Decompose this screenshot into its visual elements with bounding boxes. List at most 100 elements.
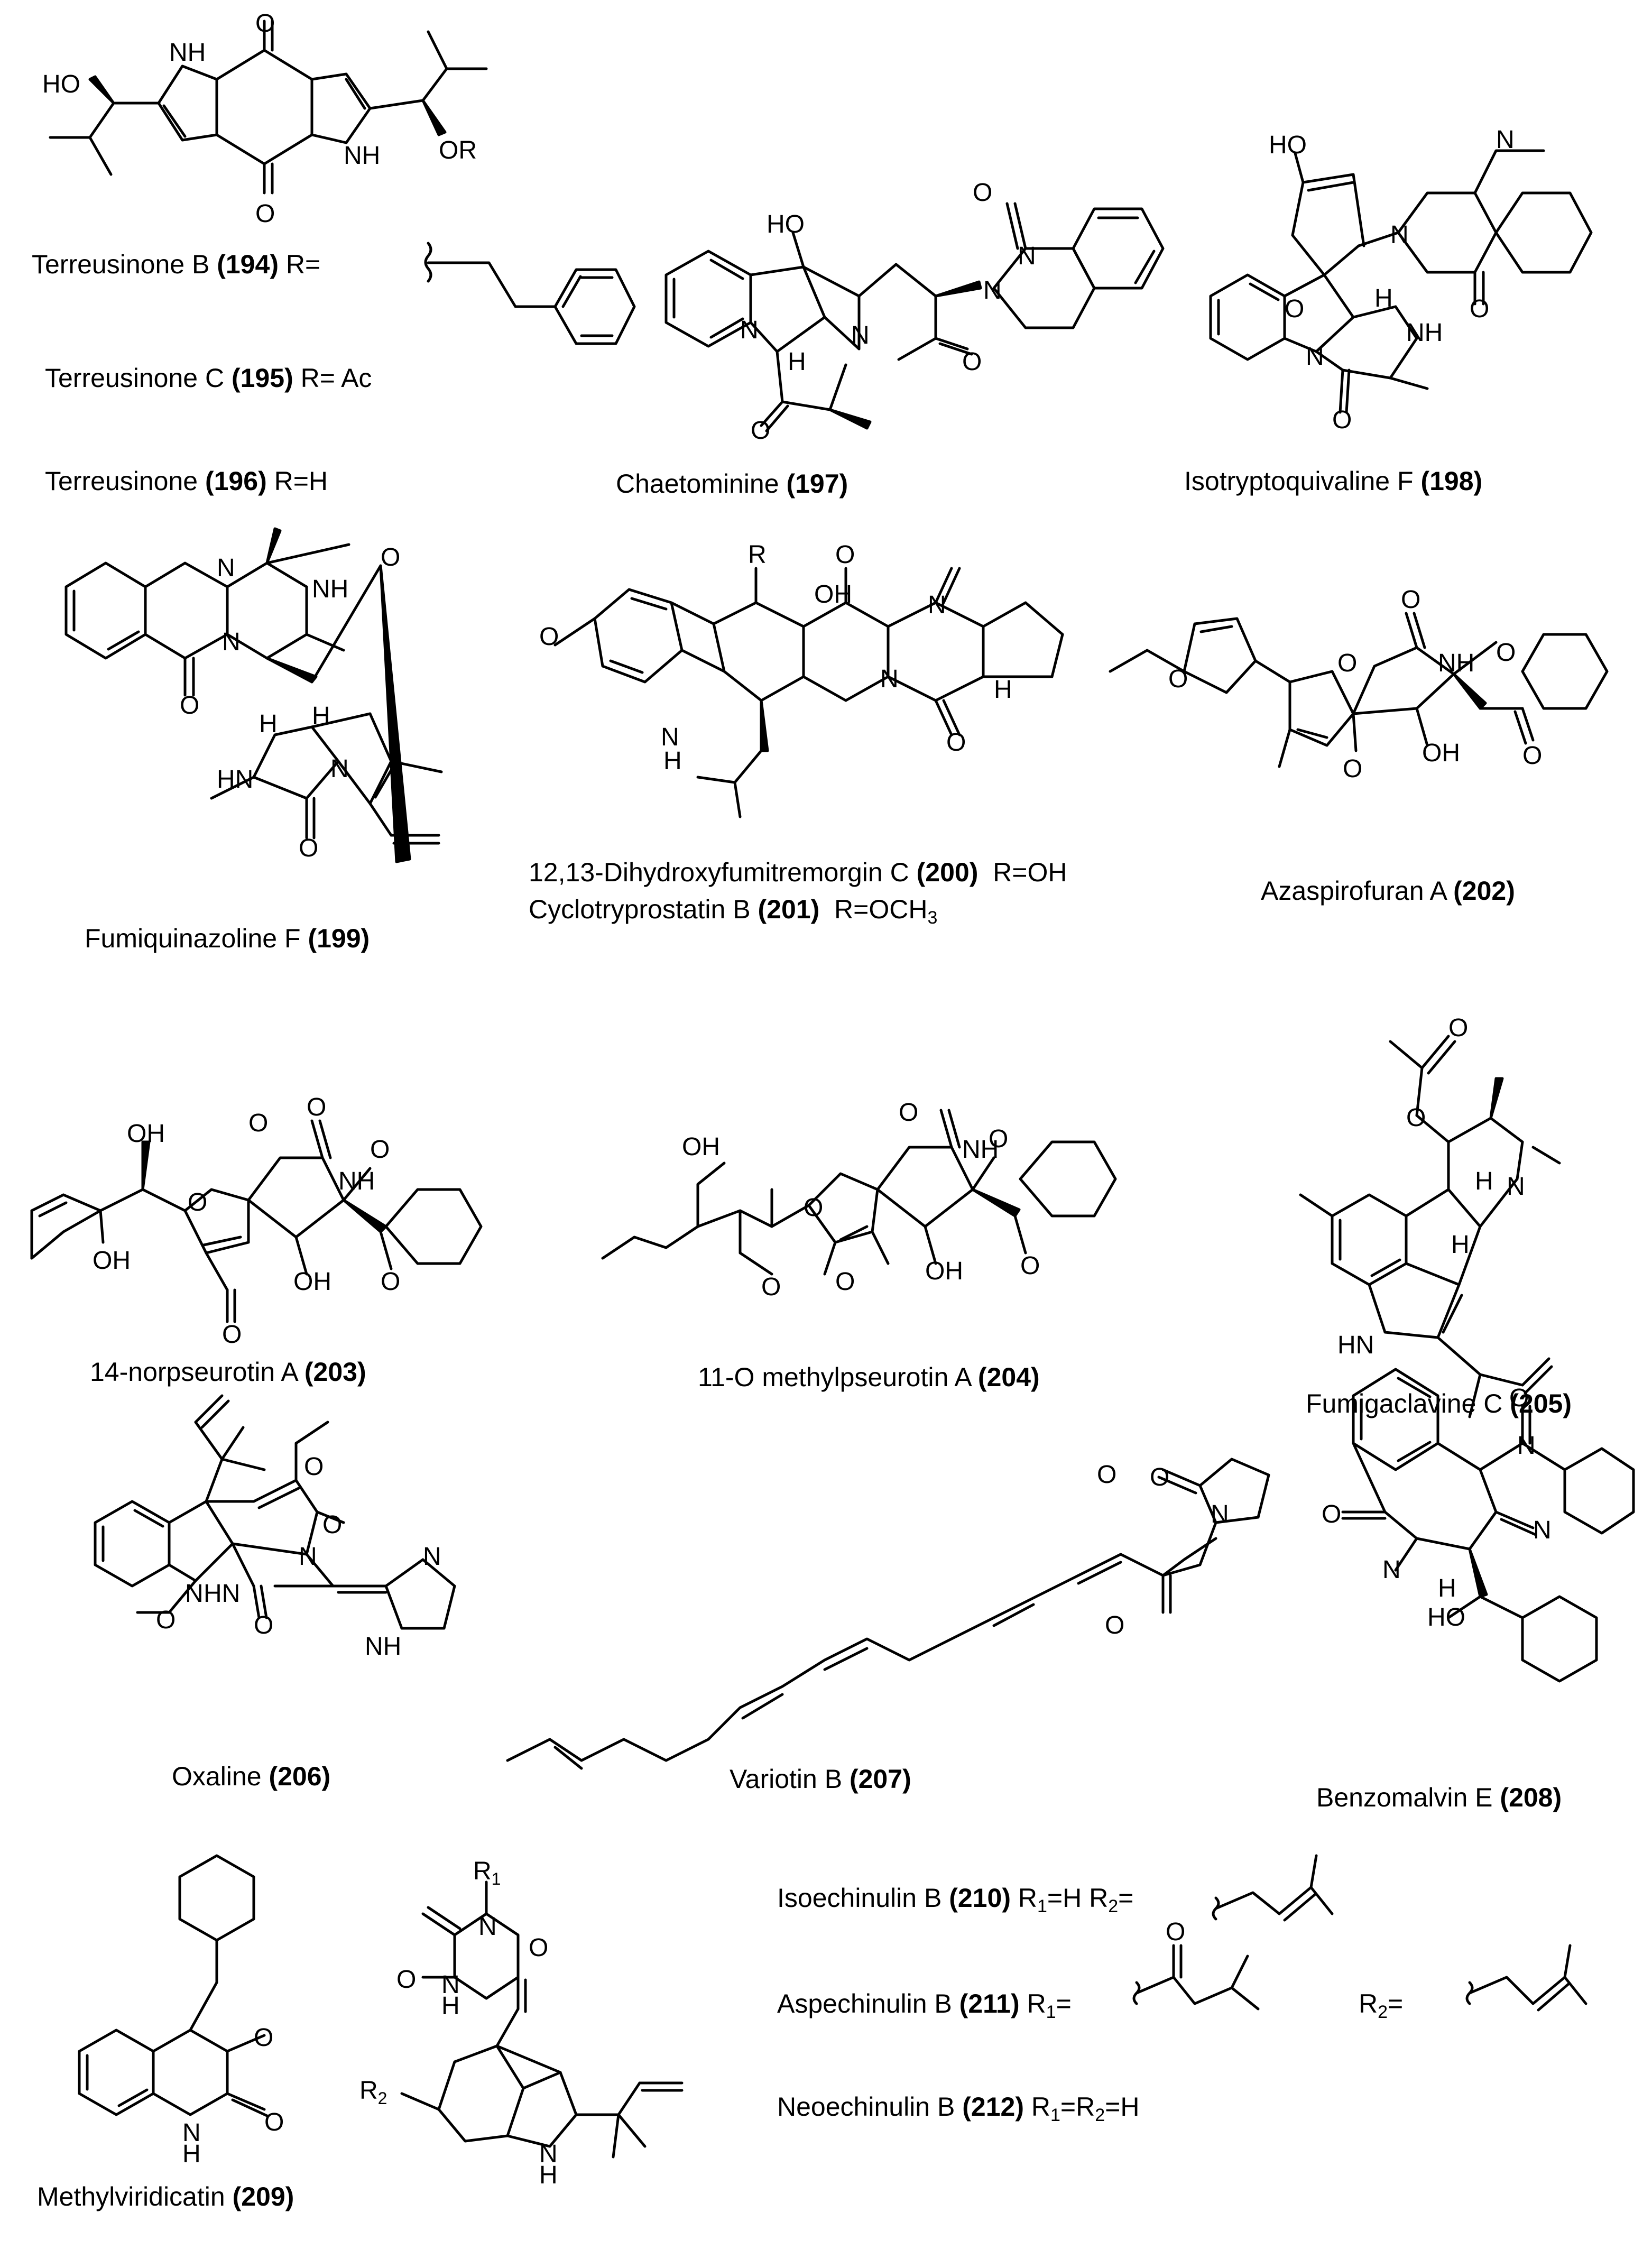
caption-201: Cyclotryprostatin B (201) R=OCH3 bbox=[529, 895, 938, 928]
atom-n: N bbox=[1306, 343, 1324, 371]
atom-o: O bbox=[1401, 586, 1420, 614]
atom-o: O bbox=[1509, 1384, 1529, 1412]
atom-o: O bbox=[222, 1321, 242, 1349]
structure-azaspirofuran bbox=[1109, 612, 1609, 768]
atom-n: N bbox=[1018, 242, 1036, 270]
atom-n: N bbox=[1211, 1500, 1229, 1528]
atom-nh: NH bbox=[169, 39, 206, 67]
atom-n: N bbox=[983, 276, 1002, 305]
caption-194: Terreusinone B (194) R= bbox=[32, 250, 321, 279]
atom-o: O bbox=[322, 1511, 342, 1539]
structure-variotin bbox=[506, 1458, 1270, 1770]
atom-n: N bbox=[851, 321, 870, 349]
caption-198: Isotryptoquivaline F (198) bbox=[1184, 466, 1483, 496]
atom-o: O bbox=[1332, 406, 1352, 434]
atom-o: O bbox=[248, 1109, 268, 1137]
caption-208: Benzomalvin E (208) bbox=[1316, 1783, 1562, 1812]
atom-o: O bbox=[1322, 1500, 1341, 1528]
atom-n: N bbox=[1496, 126, 1515, 154]
atom-h: H bbox=[312, 702, 330, 730]
atom-hn: HN bbox=[1337, 1331, 1374, 1359]
atom-hn: HN bbox=[217, 766, 253, 794]
structure-norpseurotin bbox=[30, 1119, 483, 1323]
atom-o: O bbox=[381, 1268, 400, 1296]
atom-o: O bbox=[973, 179, 992, 207]
caption-211: Aspechinulin B (211) R1= bbox=[777, 1989, 1072, 2022]
atom-nh: NH bbox=[1438, 649, 1474, 677]
atom-o: O bbox=[1496, 639, 1516, 667]
atom-o: O bbox=[255, 200, 275, 228]
atom-o: O bbox=[156, 1606, 176, 1634]
atom-h: H bbox=[441, 1992, 460, 2020]
atom-n: N bbox=[217, 554, 235, 582]
atom-r1: R1 bbox=[473, 1857, 501, 1888]
atom-o: O bbox=[180, 692, 199, 720]
atom-h: H bbox=[1374, 284, 1393, 312]
structure-fumigaclavine bbox=[1299, 1035, 1561, 1418]
atom-n: N bbox=[1517, 1432, 1536, 1460]
caption-203: 14-norpseurotin A (203) bbox=[90, 1357, 366, 1387]
atom-n: N bbox=[1507, 1173, 1525, 1201]
caption-204: 11-O methylpseurotin A (204) bbox=[698, 1362, 1040, 1392]
atom-o: O bbox=[304, 1453, 324, 1481]
atom-o: O bbox=[1448, 1014, 1468, 1042]
caption-212: Neoechinulin B (212) R1=R2=H bbox=[777, 2092, 1140, 2125]
atom-labels: HO NH O O NH OR HO O N N N N H O O HO N … bbox=[42, 10, 1552, 2189]
atom-oh: OH bbox=[93, 1247, 131, 1275]
atom-h: H bbox=[788, 348, 806, 376]
atom-n: N bbox=[330, 755, 349, 783]
structure-fumitremorgin bbox=[553, 567, 1064, 818]
atom-n: N bbox=[441, 1971, 460, 1999]
atom-r2: R2 bbox=[359, 2077, 387, 2108]
atom-ho: HO bbox=[767, 210, 805, 238]
atom-o: O bbox=[1020, 1252, 1040, 1280]
atom-o: O bbox=[299, 834, 318, 862]
atom-oh: OH bbox=[814, 580, 852, 609]
atom-h: H bbox=[259, 710, 278, 738]
atom-n: N bbox=[222, 628, 241, 656]
structure-benzomalvin bbox=[1341, 1368, 1635, 1683]
atom-h: H bbox=[182, 2140, 201, 2168]
atom-n: N bbox=[185, 1580, 204, 1608]
atom-oh: OH bbox=[293, 1268, 331, 1296]
structure-oxaline bbox=[94, 1394, 456, 1630]
structure-isotryptoquivaline bbox=[1209, 149, 1593, 414]
atom-o: O bbox=[529, 1934, 548, 1962]
caption-195: Terreusinone C (195) R= Ac bbox=[45, 363, 372, 393]
atom-n: N bbox=[740, 316, 759, 344]
atom-h: H bbox=[539, 2161, 558, 2189]
atom-nh: NH bbox=[365, 1633, 401, 1661]
atom-n: N bbox=[299, 1543, 317, 1571]
atom-o: O bbox=[1097, 1461, 1116, 1489]
atom-oh: OH bbox=[925, 1257, 963, 1285]
atom-o: O bbox=[307, 1093, 326, 1121]
atom-o: O bbox=[539, 623, 559, 651]
atom-n: N bbox=[1533, 1516, 1552, 1544]
atom-o: O bbox=[751, 417, 770, 445]
atom-o: O bbox=[962, 348, 982, 376]
atom-o: O bbox=[1522, 742, 1542, 770]
atom-oh: OH bbox=[682, 1133, 720, 1161]
atom-o: O bbox=[1406, 1104, 1426, 1132]
atom-o: O bbox=[381, 543, 400, 571]
atom-o: O bbox=[1168, 665, 1188, 693]
atom-o: O bbox=[255, 10, 275, 38]
atom-n: N bbox=[661, 723, 679, 751]
caption-211-r2: R2= bbox=[1359, 1989, 1404, 2022]
structure-fumiquinazoline bbox=[64, 527, 443, 863]
atom-oh: OH bbox=[127, 1120, 165, 1148]
atom-h: H bbox=[1438, 1574, 1456, 1602]
atom-nh: NH bbox=[338, 1167, 375, 1195]
atom-o: O bbox=[946, 729, 966, 757]
atom-o: O bbox=[1150, 1463, 1169, 1491]
atom-o: O bbox=[899, 1099, 918, 1127]
structure-echinulin bbox=[400, 1854, 1587, 2159]
atom-ho: HO bbox=[42, 70, 80, 98]
atom-o: O bbox=[188, 1188, 207, 1216]
atom-o: O bbox=[989, 1125, 1008, 1153]
atom-nh: NH bbox=[1406, 319, 1443, 347]
atom-n: N bbox=[423, 1543, 441, 1571]
atom-r: R bbox=[748, 541, 767, 569]
atom-o: O bbox=[1470, 295, 1489, 323]
